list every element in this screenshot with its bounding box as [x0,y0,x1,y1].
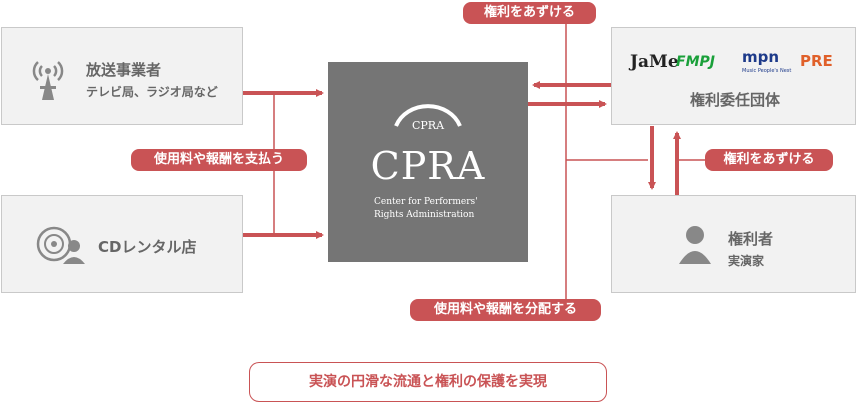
broadcaster-title: 放送事業者 [86,61,162,79]
rights-holder-subtitle: 実演家 [728,254,765,268]
cd-user-icon [36,226,85,264]
footer-banner: 実演の円滑な流通と権利の保護を実現 [249,362,607,402]
pre-logo: PRE [800,52,833,70]
member-logos: JaMe FMPJ mpn Music People's Nest PRE [630,48,850,78]
trust-groups-box: JaMe FMPJ mpn Music People's Nest PRE 権利… [611,27,856,125]
rights-holder-box: 権利者 実演家 [611,195,856,293]
cd-rental-box: CDレンタル店 [1,195,243,293]
trust-groups-title: 権利委任団体 [690,91,781,109]
cpra-arch-logo-icon [394,104,462,127]
cpra-mark-text: CPRA [411,119,445,132]
broadcaster-subtitle: テレビ局、ラジオ局など [86,85,218,99]
distribute-label: 使用料や報酬を分配する [410,299,601,321]
cpra-box: CPRA CPRA Center for Performers' Rights … [328,62,528,262]
entrust-top-label: 権利をあずける [463,2,596,24]
pay-fee-label: 使用料や報酬を支払う [131,149,307,171]
rights-holder-title: 権利者 [728,230,774,248]
fmpj-logo: FMPJ [676,54,715,70]
cpra-logo-text: CPRA [370,144,486,188]
jame-logo: JaMe [630,52,679,72]
mpn-logo: mpn [742,48,780,66]
entrust-right-label: 権利をあずける [705,149,833,171]
mpn-logo-subtext: Music People's Nest [742,68,792,74]
person-icon [679,226,711,264]
cpra-full-name-line2: Rights Administration [374,210,475,220]
broadcaster-box: 放送事業者 テレビ局、ラジオ局など [1,27,243,125]
antenna-tower-icon [32,61,64,100]
cpra-full-name: Center for Performers' Rights Administra… [374,196,478,222]
cpra-full-name-line1: Center for Performers' [374,197,478,207]
cd-rental-title: CDレンタル店 [98,238,197,256]
